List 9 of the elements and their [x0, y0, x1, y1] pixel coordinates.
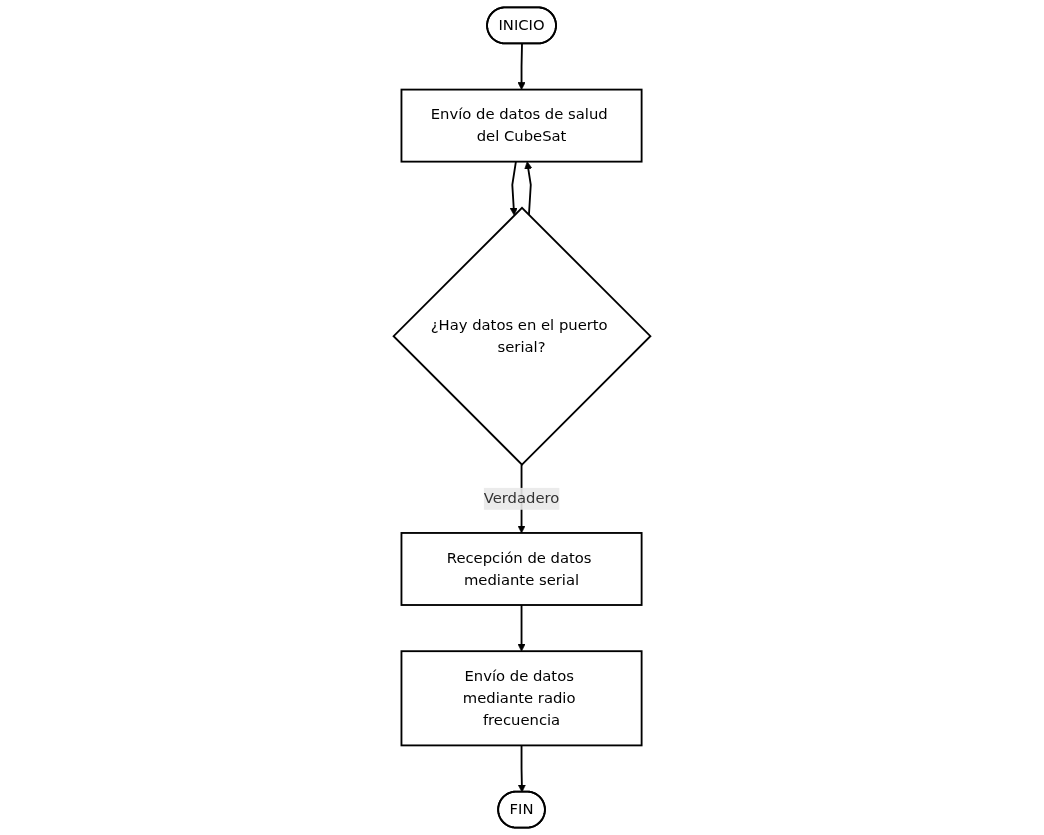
node-box: Recepción de datos mediante serial [400, 532, 643, 606]
arrow [509, 160, 518, 216]
arrow [517, 604, 526, 652]
arrow [517, 42, 526, 90]
node-box: Envío de datos mediante radio frecuencia [400, 650, 643, 747]
arrow [517, 744, 526, 793]
node-box: Envío de datos de salud del CubeSat [400, 88, 643, 163]
node-diamond: ¿Hay datos en el puerto serial? [392, 206, 652, 466]
edge-label: Verdadero [483, 489, 560, 508]
